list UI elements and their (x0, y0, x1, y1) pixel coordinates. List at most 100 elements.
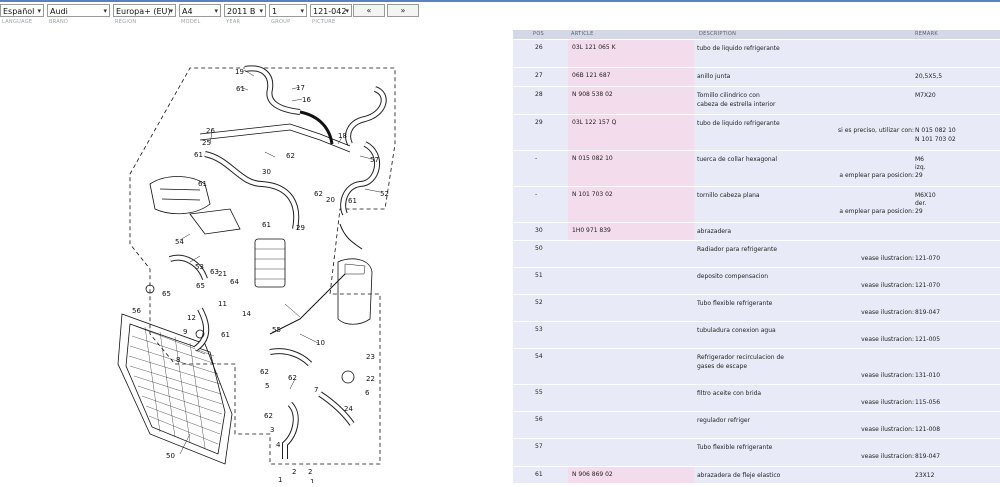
svg-text:12: 12 (187, 314, 196, 322)
model-select[interactable]: A4▾ (179, 4, 221, 17)
svg-text:61: 61 (194, 151, 203, 159)
chevron-down-icon: ▾ (103, 7, 107, 15)
table-row[interactable]: 57 Tubo flexible refrigerante vease ilus… (513, 439, 1000, 467)
row-remark-line2: izq. (915, 164, 926, 171)
svg-text:6: 6 (365, 389, 370, 397)
svg-text:23: 23 (366, 353, 375, 361)
prev-picture-button[interactable]: « (353, 4, 385, 17)
table-row[interactable]: - N 101 703 02 tornillo cabeza plana M6X… (513, 187, 1000, 223)
next-picture-button[interactable]: » (387, 4, 419, 17)
svg-text:20: 20 (326, 196, 335, 204)
svg-text:10: 10 (316, 339, 325, 347)
row-description-line2: gases de escape (697, 363, 748, 370)
table-row[interactable]: 56 regulador refriger vease ilustracion:… (513, 412, 1000, 439)
row-note-value[interactable]: 819-047 (915, 309, 941, 316)
svg-text:1: 1 (278, 476, 282, 483)
table-row[interactable]: 27 06B 121 687 anillo junta 20,5X5,5 (513, 68, 1000, 87)
row-description: Tubo flexible refrigerante (697, 300, 773, 307)
row-note-value[interactable]: 131-010 (915, 372, 941, 379)
region-label: REGION (115, 19, 137, 25)
row-note-value[interactable]: N 015 082 10 (915, 127, 956, 134)
chevron-down-icon: ▾ (345, 7, 349, 15)
table-row[interactable]: 61 N 906 869 02 abrazadera de fleje elas… (513, 467, 1000, 483)
table-header: POS ARTICLE DESCRIPTION REMARK (513, 30, 1000, 39)
chevron-down-icon: ▾ (169, 7, 173, 15)
row-article-cell: N 101 703 02 (568, 187, 694, 222)
row-note-value[interactable]: 121-070 (915, 282, 941, 289)
svg-text:16: 16 (302, 96, 311, 104)
row-pos: 50 (535, 245, 543, 252)
brand-value: Audi (50, 7, 68, 16)
row-note: si es preciso, utilizar con: (838, 127, 914, 134)
svg-text:62: 62 (286, 152, 295, 160)
group-select[interactable]: 1▾ (269, 4, 307, 17)
row-description: regulador refriger (697, 417, 751, 424)
table-row[interactable]: 28 N 908 538 02 Tornillo cilindrico con … (513, 87, 1000, 115)
picture-select[interactable]: 121-042▾ (310, 4, 352, 17)
svg-text:54: 54 (175, 238, 184, 246)
row-article-cell: 03L 121 065 K (568, 40, 694, 67)
svg-text:62: 62 (264, 412, 273, 420)
table-row[interactable]: 26 03L 121 065 K tubo de liquido refrige… (513, 40, 1000, 68)
svg-text:65: 65 (196, 282, 205, 290)
row-note-value[interactable]: 29 (915, 172, 923, 179)
svg-text:61: 61 (236, 85, 245, 93)
table-row[interactable]: - N 015 082 10 tuerca de collar hexagona… (513, 151, 1000, 187)
table-row[interactable]: 29 03L 122 157 Q tubo de liquido refrige… (513, 115, 1000, 151)
svg-text:5: 5 (265, 382, 269, 390)
row-description: Refrigerador recirculacion de (697, 354, 784, 361)
table-row[interactable]: 50 Radiador para refrigerante vease ilus… (513, 241, 1000, 268)
svg-text:64: 64 (230, 278, 239, 286)
row-note-value[interactable]: 121-070 (915, 255, 941, 262)
svg-text:55: 55 (272, 326, 281, 334)
row-pos: 26 (535, 44, 543, 51)
region-value: Europa+ (EU) (116, 7, 171, 16)
parts-table: POS ARTICLE DESCRIPTION REMARK 26 03L 12… (513, 30, 1000, 483)
row-article-cell: N 908 538 02 (568, 87, 694, 114)
row-remark: 20,5X5,5 (915, 73, 943, 80)
row-note: vease ilustracion: (861, 309, 914, 316)
table-row[interactable]: 51 deposito compensacion vease ilustraci… (513, 268, 1000, 295)
row-description: Tornillo cilindrico con (697, 92, 760, 99)
row-description: filtro aceite con brida (697, 390, 762, 397)
table-row[interactable]: 54 Refrigerador recirculacion de gases d… (513, 349, 1000, 385)
svg-text:56: 56 (132, 307, 141, 315)
row-description: deposito compensacion (697, 273, 769, 280)
row-note-value[interactable]: 29 (915, 208, 923, 215)
svg-text:61: 61 (221, 331, 230, 339)
chevron-down-icon: ▾ (300, 7, 304, 15)
table-row[interactable]: 55 filtro aceite con brida vease ilustra… (513, 385, 1000, 412)
group-value: 1 (272, 7, 278, 16)
row-note-value[interactable]: 121-005 (915, 336, 941, 343)
year-select[interactable]: 2011 B▾ (224, 4, 266, 17)
row-description: tuerca de collar hexagonal (697, 156, 778, 163)
header-remark: REMARK (915, 31, 938, 37)
row-note: vease ilustracion: (861, 282, 914, 289)
row-note-value[interactable]: N 101 703 02 (915, 136, 956, 143)
row-note: a emplear para posicion: (839, 208, 914, 215)
row-article: N 906 869 02 (572, 471, 613, 478)
svg-text:18: 18 (338, 132, 347, 140)
table-row[interactable]: 30 1H0 971 839 abrazadera (513, 223, 1000, 241)
language-select[interactable]: Español▾ (0, 4, 44, 17)
chevron-down-icon: ▾ (259, 7, 263, 15)
row-pos: 29 (535, 119, 543, 126)
svg-text:61: 61 (348, 197, 357, 205)
row-description: tubo de liquido refrigerante (697, 45, 780, 52)
region-select[interactable]: Europa+ (EU)▾ (113, 4, 176, 17)
row-note-value[interactable]: 819-047 (915, 453, 941, 460)
svg-text:50: 50 (166, 452, 175, 460)
row-note-value[interactable]: 115-056 (915, 399, 941, 406)
row-description: abrazadera de fleje elastico (697, 472, 781, 479)
table-row[interactable]: 52 Tubo flexible refrigerante vease ilus… (513, 295, 1000, 322)
table-row[interactable]: 53 tubuladura conexion agua vease ilustr… (513, 322, 1000, 349)
svg-text:2: 2 (292, 468, 296, 476)
row-article-cell: 06B 121 687 (568, 68, 694, 86)
svg-text:29: 29 (296, 224, 305, 232)
brand-select[interactable]: Audi ▾ (47, 4, 110, 17)
header-pos: POS (533, 31, 545, 37)
language-label: LANGUAGE (2, 19, 33, 25)
row-remark: M6X10 (915, 192, 936, 199)
row-note-value[interactable]: 121-008 (915, 426, 941, 433)
